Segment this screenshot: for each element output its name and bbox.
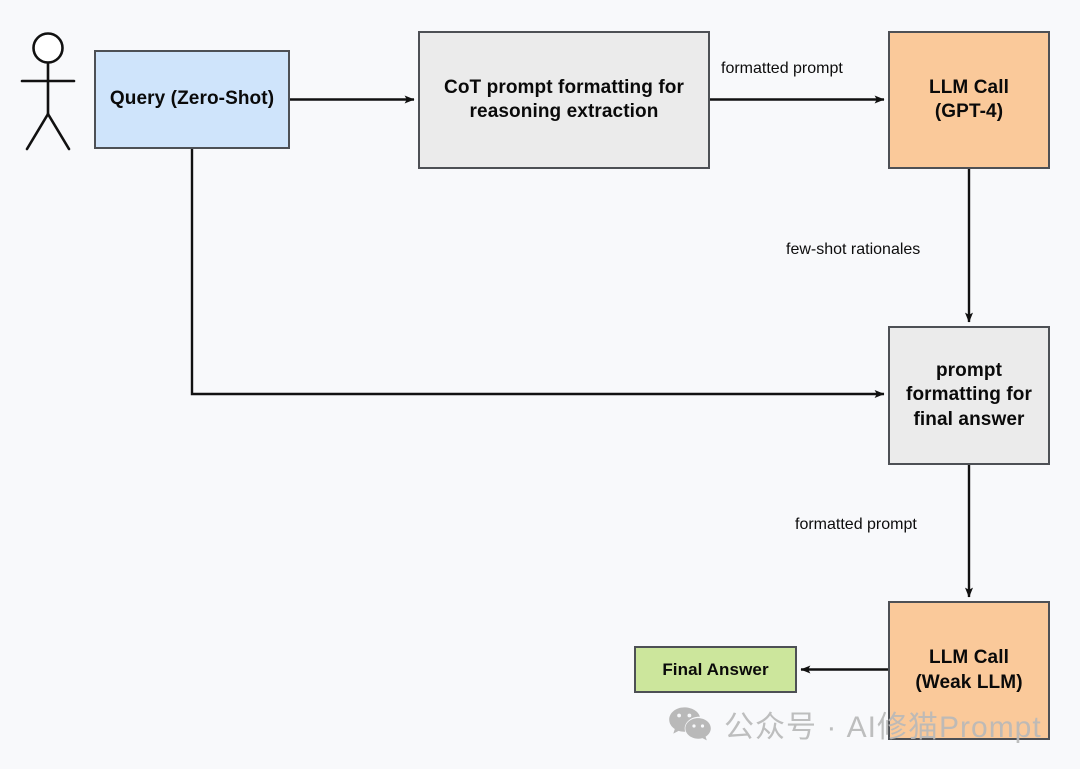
node-final-answer-label: Final Answer	[662, 659, 769, 679]
node-prompt-format-label-line2: formatting for	[906, 384, 1032, 406]
node-llm-gpt4-label-line2: (GPT-4)	[934, 101, 1004, 122]
edge-label-few-shot-rationales: few-shot rationales	[786, 241, 921, 258]
node-cot-label: CoT prompt formatting for reasoning extr…	[434, 76, 694, 125]
node-llm-gpt4-label: LLM Call (GPT-4)	[890, 76, 1048, 125]
edge-label-formatted-prompt-bottom: formatted prompt	[795, 516, 917, 533]
node-query-label: Query (Zero-Shot)	[109, 88, 275, 110]
node-prompt-formatting-final-answer[interactable]: prompt formatting for final answer	[888, 326, 1050, 465]
node-query[interactable]: Query (Zero-Shot)	[94, 50, 290, 149]
node-llm-call-weak-llm[interactable]: LLM Call (Weak LLM)	[888, 601, 1050, 740]
node-llm-weak-label-line1: LLM Call	[929, 647, 1009, 669]
node-prompt-format-label-line1: prompt	[935, 360, 1003, 382]
edge-query-to-prompt-format	[190, 149, 885, 398]
edge-label-formatted-prompt-top: formatted prompt	[721, 60, 843, 77]
node-llm-weak-label: LLM Call (Weak LLM)	[890, 646, 1048, 695]
node-cot-prompt-formatting[interactable]: CoT prompt formatting for reasoning extr…	[418, 31, 710, 169]
node-cot-label-line2: reasoning extraction	[469, 101, 659, 122]
node-llm-weak-label-line2: (Weak LLM)	[915, 671, 1023, 693]
node-cot-label-line1: CoT prompt formatting for	[444, 76, 684, 98]
node-final-answer[interactable]: Final Answer	[634, 646, 797, 693]
stick-figure-actor-icon	[20, 32, 76, 151]
node-prompt-format-label: prompt formatting for final answer	[900, 359, 1038, 432]
node-prompt-format-label-line3: final answer	[913, 408, 1025, 430]
node-llm-gpt4-label-line1: LLM Call	[929, 76, 1009, 98]
node-llm-call-gpt4[interactable]: LLM Call (GPT-4)	[888, 31, 1050, 169]
